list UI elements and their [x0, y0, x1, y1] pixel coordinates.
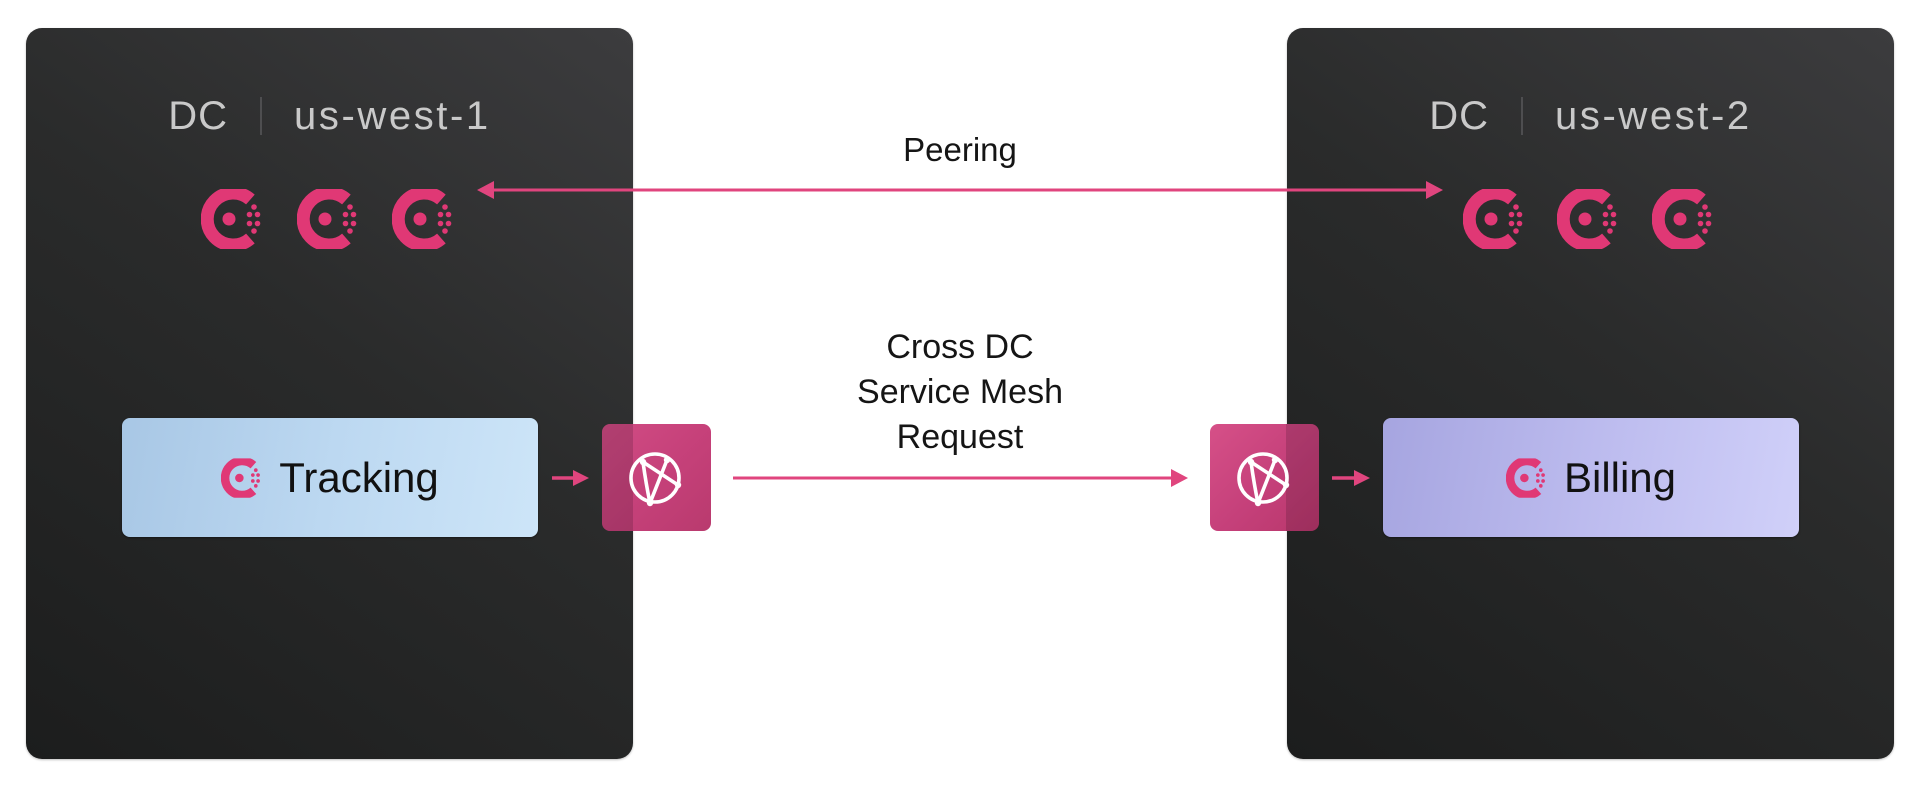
- datacenter-panel-us-west-1: DC us-west-1 Tracking: [26, 28, 633, 759]
- title-divider: [1521, 97, 1523, 135]
- arrowhead-right-icon: [573, 470, 589, 486]
- arrowhead-left-icon: [477, 181, 494, 199]
- datacenter-panel-us-west-2: DC us-west-2 Billing: [1287, 28, 1894, 759]
- peering-label: Peering: [903, 131, 1017, 168]
- mesh-request-arrow: [733, 469, 1188, 487]
- datacenter-prefix: DC: [168, 94, 228, 138]
- arrowhead-right-icon: [1354, 470, 1370, 486]
- datacenter-prefix: DC: [1429, 94, 1489, 138]
- arrowhead-right-icon: [1426, 181, 1443, 199]
- mesh-request-label: Cross DC Service Mesh Request: [810, 325, 1110, 460]
- service-name: Billing: [1563, 453, 1677, 501]
- service-tracking[interactable]: Tracking: [122, 418, 538, 537]
- tracking-to-proxy-arrow: [552, 470, 589, 486]
- mesh-label-line: Cross DC: [886, 328, 1034, 366]
- service-billing[interactable]: Billing: [1383, 418, 1799, 537]
- service-name: Tracking: [279, 453, 439, 501]
- title-divider: [260, 97, 262, 135]
- peering-arrow: [477, 181, 1443, 199]
- mesh-label-line: Service Mesh: [857, 373, 1063, 411]
- datacenter-title: DC us-west-2: [1287, 93, 1894, 139]
- mesh-label-line: Request: [896, 418, 1024, 456]
- proxy-shade: [602, 424, 633, 531]
- datacenter-title: DC us-west-1: [26, 93, 633, 139]
- sidecar-proxy-billing[interactable]: [1210, 424, 1319, 531]
- sidecar-proxy-tracking[interactable]: [602, 424, 711, 531]
- proxy-to-billing-arrow: [1332, 470, 1370, 486]
- arrowhead-right-icon: [1171, 469, 1188, 487]
- proxy-shade: [1286, 424, 1319, 531]
- datacenter-region: us-west-1: [294, 94, 491, 138]
- datacenter-region: us-west-2: [1555, 94, 1752, 138]
